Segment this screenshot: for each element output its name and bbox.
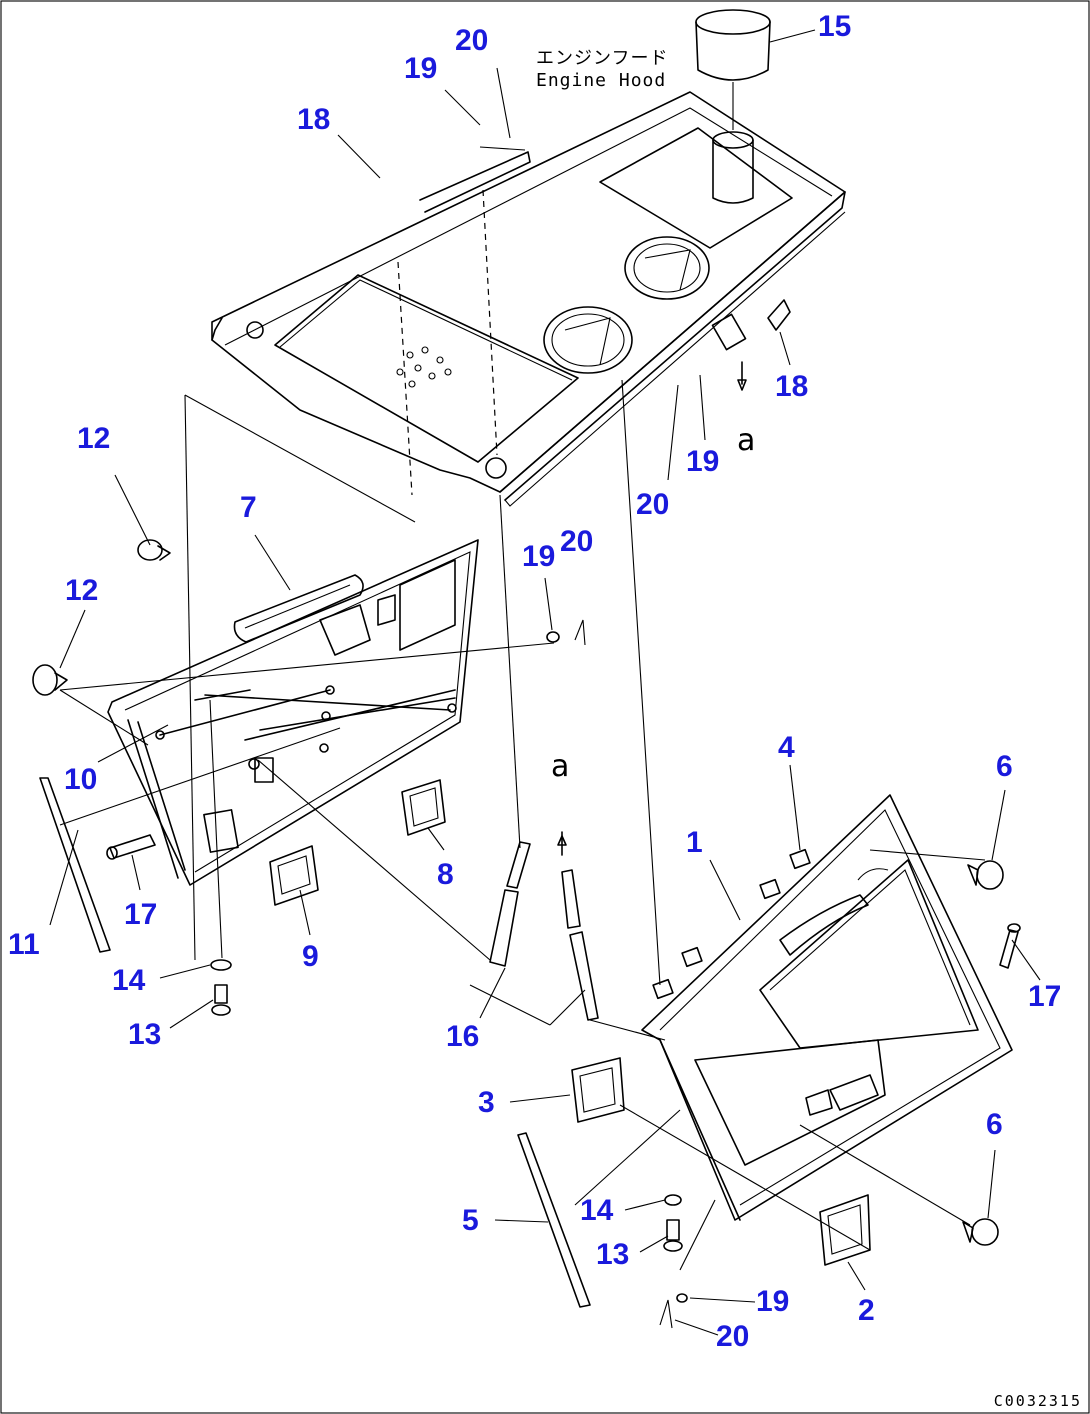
callout-20[interactable]: 20 (560, 525, 594, 558)
callout-14[interactable]: 14 (580, 1194, 614, 1227)
callout-6[interactable]: 6 (986, 1108, 1003, 1141)
callout-15[interactable]: 15 (818, 10, 852, 43)
callout-11[interactable]: 11 (8, 928, 40, 961)
callout-17[interactable]: 17 (1028, 980, 1062, 1013)
left-door-drawing (32, 539, 599, 1021)
callout-19[interactable]: 19 (686, 445, 720, 478)
callout-19[interactable]: 19 (404, 52, 438, 85)
callout-4[interactable]: 4 (778, 731, 795, 764)
callout-18[interactable]: 18 (775, 370, 809, 403)
callout-20[interactable]: 20 (716, 1320, 750, 1353)
callout-17[interactable]: 17 (124, 898, 158, 931)
callout-6[interactable]: 6 (996, 750, 1013, 783)
callout-1[interactable]: 1 (686, 826, 703, 859)
callout-20[interactable]: 20 (636, 488, 670, 521)
callout-2[interactable]: 2 (858, 1294, 875, 1327)
engine-hood-label-jp: エンジンフード (536, 48, 669, 69)
callout-leaders (49, 29, 1041, 1336)
reference-mark-a: a (737, 423, 756, 458)
callout-12[interactable]: 12 (77, 422, 111, 455)
assembly-lines (59, 146, 986, 1271)
callout-3[interactable]: 3 (478, 1086, 495, 1119)
engine-hood-drawing (211, 9, 846, 507)
engine-hood-label-en: Engine Hood (536, 69, 667, 91)
callout-9[interactable]: 9 (302, 940, 319, 973)
callout-19[interactable]: 19 (756, 1285, 790, 1318)
callout-14[interactable]: 14 (112, 964, 146, 997)
callout-8[interactable]: 8 (437, 858, 454, 891)
callout-16[interactable]: 16 (446, 1020, 480, 1053)
reference-mark-a: a (551, 749, 570, 784)
drawing-code: C0032315 (993, 1392, 1082, 1410)
callout-19[interactable]: 19 (522, 540, 556, 573)
callout-13[interactable]: 13 (128, 1018, 162, 1051)
callout-5[interactable]: 5 (462, 1204, 479, 1237)
callout-7[interactable]: 7 (240, 491, 257, 524)
callout-13[interactable]: 13 (596, 1238, 630, 1271)
callout-12[interactable]: 12 (65, 574, 99, 607)
callout-20[interactable]: 20 (455, 24, 489, 57)
callout-10[interactable]: 10 (64, 763, 98, 796)
engine-hood-label: エンジンフード Engine Hood (536, 48, 668, 91)
right-door-drawing (517, 794, 1021, 1329)
callout-18[interactable]: 18 (297, 103, 331, 136)
